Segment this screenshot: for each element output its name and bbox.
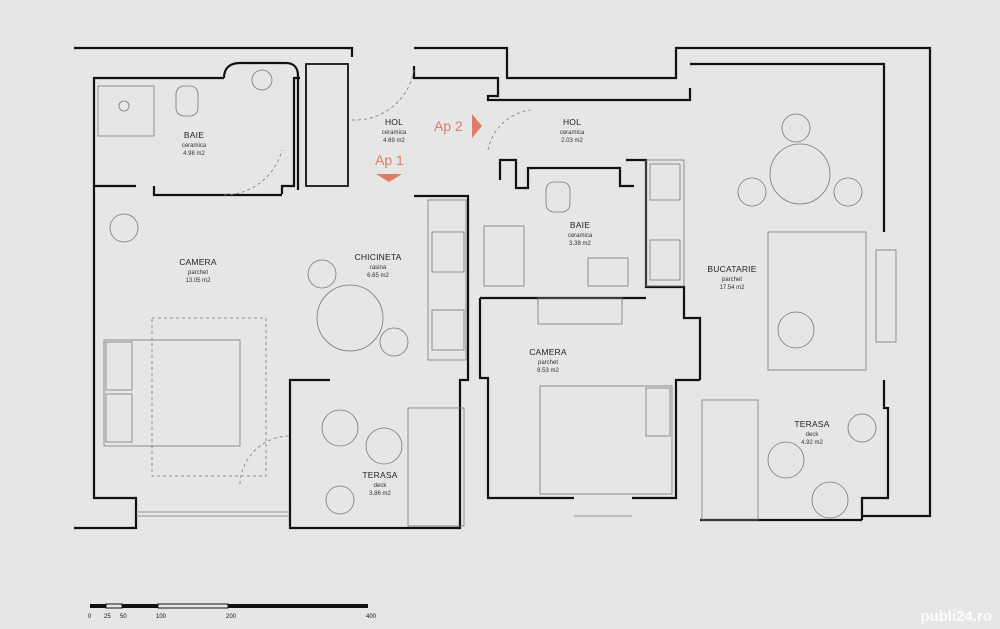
room-name-chicineta: CHICINETA: [355, 252, 402, 262]
room-area-terasa1: 3.86 m2: [369, 491, 391, 497]
scale-tick-200: 200: [226, 614, 237, 620]
scale-tick-25: 25: [104, 614, 111, 620]
scale-tick-50: 50: [120, 614, 127, 620]
bed-1-pillow-2: [105, 393, 133, 443]
window-camera-1: [136, 511, 290, 517]
washbasin: [251, 69, 273, 91]
apartment-markers: Ap 1 Ap 2: [375, 114, 482, 182]
ap2-wall: [412, 62, 890, 520]
watermark: publi24.ro: [920, 608, 992, 625]
room-name-camera2: CAMERA: [529, 347, 567, 357]
baie1-wall: [94, 61, 300, 197]
scale-tick-0: 0: [88, 614, 92, 620]
room-material-camera1: parchet: [188, 270, 208, 276]
door-arc-3: [487, 109, 531, 151]
plant-1: [109, 213, 139, 243]
room-area-bucatarie: 17.54 m2: [719, 285, 745, 291]
toilet: [175, 85, 199, 117]
room-area-hol1: 4.69 m2: [383, 138, 405, 144]
terrace-chair-2: [811, 481, 849, 519]
right-outer: [862, 57, 932, 518]
apartment-label-ap1: Ap 1: [375, 152, 404, 168]
bed-1: [103, 339, 241, 447]
shower-2: [483, 225, 525, 287]
kitchen-counter: [645, 159, 685, 287]
room-area-camera1: 13.05 m2: [185, 278, 211, 284]
terrace-table-2: [767, 441, 805, 479]
room-material-camera2: parchet: [538, 360, 558, 366]
room-area-terasa2: 4.92 m2: [801, 440, 823, 446]
kitchenette-counter: [427, 199, 467, 361]
room-material-bucatarie: parchet: [722, 277, 742, 283]
room-material-hol1: ceramica: [382, 130, 407, 136]
chair-d3: [833, 177, 863, 207]
outer-wall-top: [74, 46, 932, 80]
door-arc-4: [239, 435, 291, 485]
hob-3: [649, 239, 681, 281]
bed-1-pillow: [105, 341, 133, 391]
chair-d1: [781, 113, 811, 143]
exterior-wall-left: [74, 76, 300, 530]
shower-drain: [118, 100, 130, 112]
door-arc-1: [223, 149, 283, 196]
sofa-2: [875, 249, 897, 343]
bed-2-pillow: [645, 387, 671, 437]
coffee-table: [777, 311, 815, 349]
room-labels: BAIE ceramica 4.98 m2 HOL ceramica 4.69 …: [179, 117, 829, 497]
room-material-baie2: ceramica: [568, 233, 593, 239]
room-material-chicineta: rasina: [370, 265, 387, 271]
hob-1: [431, 309, 465, 351]
plant-3: [847, 413, 877, 443]
room-material-baie1: ceramica: [182, 143, 207, 149]
apartment-label-ap2: Ap 2: [434, 118, 463, 134]
hol1-wall: [305, 63, 349, 187]
door-arc-2: [351, 69, 415, 121]
camera2-wall: [478, 296, 700, 500]
sink-3: [649, 163, 681, 201]
room-material-hol2: ceramica: [560, 130, 585, 136]
room-material-terasa1: deck: [374, 483, 388, 489]
scale-bar: 0 25 50 100 200 400: [88, 603, 377, 620]
toilet-2: [545, 181, 571, 213]
sink-1: [431, 231, 465, 273]
wardrobe: [537, 297, 623, 325]
shower-tray: [97, 85, 155, 137]
terrace-chair-1: [321, 409, 359, 447]
terrace-table-1: [365, 427, 403, 465]
chair-d2: [737, 177, 767, 207]
room-name-baie2: BAIE: [570, 220, 590, 230]
walls: [74, 46, 932, 530]
chair-1a: [307, 259, 337, 289]
room-material-terasa2: deck: [806, 432, 820, 438]
room-name-hol1: HOL: [385, 117, 403, 127]
room-name-baie1: BAIE: [184, 130, 204, 140]
plant-2: [325, 485, 355, 515]
center-walls: [288, 158, 702, 530]
room-area-hol2: 2.03 m2: [561, 138, 583, 144]
room-name-terasa1: TERASA: [362, 470, 397, 480]
scale-tick-400: 400: [366, 614, 377, 620]
dining-table: [769, 143, 831, 205]
room-name-hol2: HOL: [563, 117, 581, 127]
room-name-camera1: CAMERA: [179, 257, 217, 267]
ap1-arrow-icon: [376, 174, 402, 182]
room-area-baie1: 4.98 m2: [183, 151, 205, 157]
furniture: [97, 69, 897, 527]
sink-2: [587, 257, 629, 287]
room-area-baie2: 3.38 m2: [569, 241, 591, 247]
room-name-terasa2: TERASA: [794, 419, 829, 429]
round-table-1: [316, 284, 384, 352]
scale-tick-100: 100: [156, 614, 167, 620]
room-area-camera2: 8.53 m2: [537, 368, 559, 374]
room-area-chicineta: 6.65 m2: [367, 273, 389, 279]
chair-1b: [379, 327, 409, 357]
sofa-terrace-2: [701, 399, 759, 521]
room-name-bucatarie: BUCATARIE: [707, 264, 756, 274]
sofa-terrace-1: [407, 407, 465, 527]
rug-1: [151, 317, 267, 477]
ap2-arrow-icon: [472, 114, 482, 138]
bed-2: [539, 385, 673, 495]
rug-2: [767, 231, 867, 371]
